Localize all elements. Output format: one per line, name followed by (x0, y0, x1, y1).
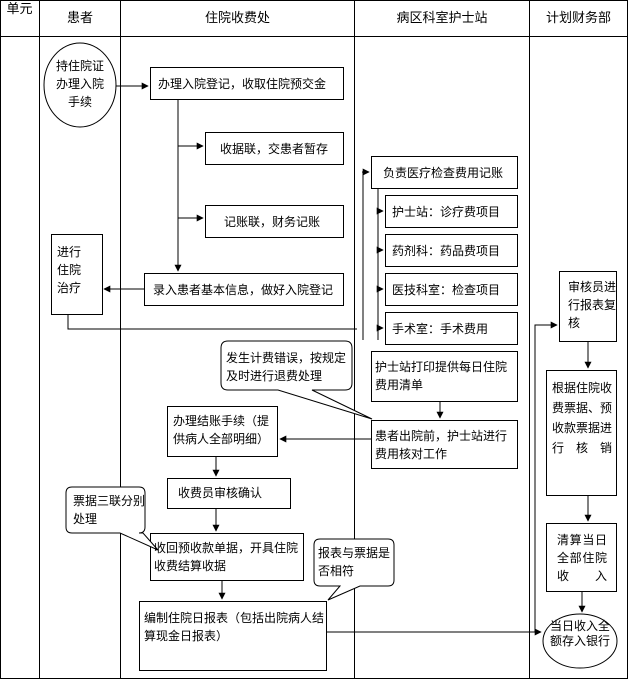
box-account-copy (205, 205, 344, 238)
text-receipt-copy: 收据联，交患者暂存 (220, 142, 329, 156)
box-collect-receipt (150, 533, 304, 581)
box-settle (167, 406, 278, 457)
text-charge-account: 负责医疗检查费用记账 (383, 166, 504, 180)
box-auditor-review (559, 271, 617, 342)
text-discharge-check: 患者出院前，护士站进行费用核对工作 (375, 429, 508, 461)
text-hold-card: 持住院证办理入院手续 (55, 59, 104, 109)
text-record-info: 录入患者基本信息，做好入院登记 (153, 283, 334, 297)
text-receipt-three: 票据三联分别处理 (73, 494, 146, 526)
text-audit-basis: 根据住院收费票据、预收款票据进行核销 (552, 381, 613, 455)
text-auditor-review: 审核员进行报表复核 (568, 280, 617, 330)
box-surgery (385, 312, 518, 345)
box-register (150, 67, 344, 100)
header-finance: 计划财务部 (545, 11, 611, 26)
callout-receipt-three (65, 486, 159, 551)
text-cashier-review: 收费员审核确认 (178, 486, 263, 500)
text-clear-income: 清算当日全部住院收入 (557, 533, 607, 583)
box-discharge-check (371, 420, 518, 469)
text-nurse-station: 护士站：诊疗费项目 (392, 205, 501, 219)
text-deposit-bank: 当日收入全额存入银行 (550, 619, 611, 648)
arrow-to-auditor (534, 321, 558, 632)
box-cashier-review (167, 478, 291, 509)
box-nurse-station (385, 195, 518, 228)
box-pharmacy (385, 234, 518, 267)
text-surgery: 手术室：手术费用 (392, 322, 489, 336)
line-treatment-to-ward (67, 315, 357, 330)
box-charge-account (371, 156, 518, 189)
box-audit-basis (546, 370, 617, 496)
box-record-info (144, 273, 344, 306)
text-pharmacy: 药剂科：药品费项目 (392, 244, 501, 258)
box-clear-income (546, 523, 617, 592)
text-report-match: 报表与票据是否相符 (318, 546, 391, 578)
header-patient: 患者 (66, 11, 93, 26)
callout-report-match (313, 538, 395, 601)
text-daily-list: 护士站打印提供每日住院费用清单 (375, 360, 508, 392)
text-medtech: 医技科室：检查项目 (392, 283, 501, 297)
text-daily-report: 编制住院日报表（包括出院病人结算现金日报表） (144, 611, 325, 643)
text-account-copy: 记账联，财务记账 (224, 215, 321, 229)
box-daily-list (371, 351, 518, 402)
header-unit: 单元 (6, 2, 33, 17)
box-in-treatment (51, 234, 103, 315)
box-daily-report (139, 601, 327, 671)
box-receipt-copy (205, 132, 344, 165)
text-collect-receipt: 收回预收款单据，开具住院收费结算收据 (154, 541, 299, 573)
ellipse-hold-card (43, 42, 117, 128)
box-medtech (385, 273, 518, 306)
text-settle: 办理结账手续（提供病人全部明细） (173, 414, 270, 446)
text-register: 办理入院登记，收取住院预交金 (158, 77, 327, 91)
text-charge-error: 发生计费错误，按规定及时进行退费处理 (226, 351, 347, 383)
header-ward: 病区科室护士站 (396, 11, 488, 26)
text-in-treatment: 进行住院治疗 (57, 245, 82, 295)
header-billing: 住院收费处 (204, 11, 270, 26)
ellipse-deposit-bank (542, 613, 618, 669)
callout-charge-error (220, 340, 373, 420)
